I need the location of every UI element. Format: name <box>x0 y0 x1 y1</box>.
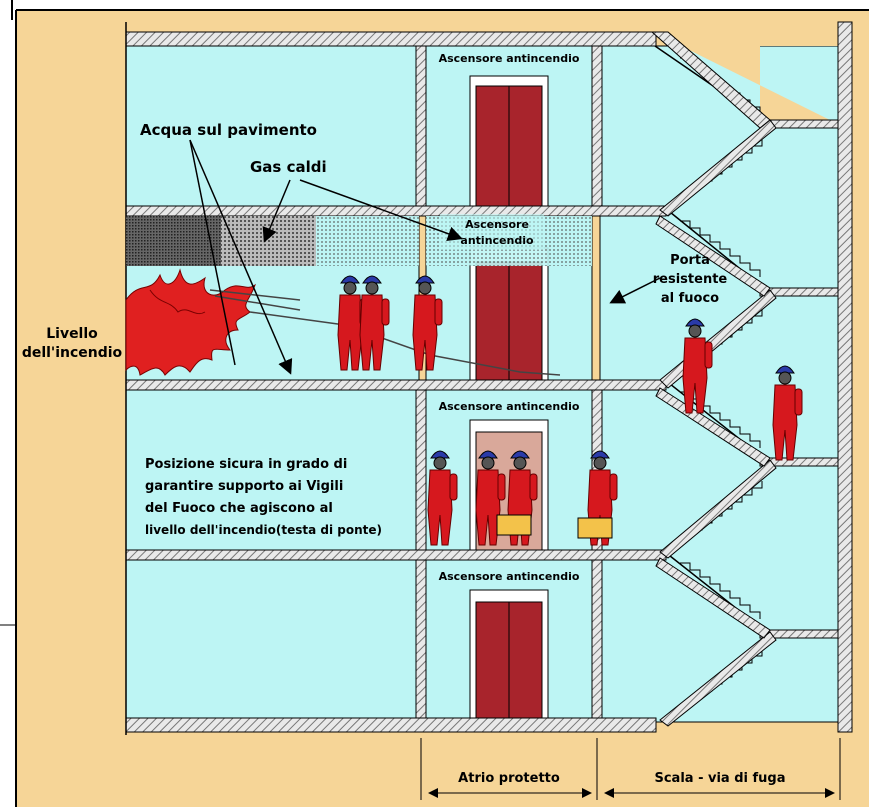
safe-position-line: Posizione sicura in grado di <box>145 457 347 472</box>
safe-position-line: garantire supporto ai Vigili <box>145 479 343 494</box>
fire-door-label-line2: resistente <box>653 272 728 287</box>
escape-stair-label: Scala - via di fuga <box>654 771 785 786</box>
fire-level-label-line1: Livello <box>46 326 98 342</box>
elevator-label-fire-line2: antincendio <box>460 234 534 247</box>
water-on-floor-label: Acqua sul pavimento <box>140 121 317 139</box>
safe-position-line: del Fuoco che agiscono al <box>145 501 333 516</box>
safe-position-line: livello dell'incendio(testa di ponte) <box>145 523 382 537</box>
fire-door-label-line1: Porta <box>670 253 710 268</box>
elevator-label-floor3: Ascensore antincendio <box>439 400 580 413</box>
elevator-label-floor1: Ascensore antincendio <box>439 52 580 65</box>
equipment-box <box>578 518 612 538</box>
elevator-label-floor4: Ascensore antincendio <box>439 570 580 583</box>
equipment-box <box>497 515 531 535</box>
fire-level-label-line2: dell'incendio <box>22 345 123 361</box>
fire-door-label-line3: al fuoco <box>661 291 719 306</box>
hot-gas-label: Gas caldi <box>250 158 327 176</box>
protected-lobby-label: Atrio protetto <box>458 771 560 786</box>
elevator-label-fire-line1: Ascensore <box>465 218 529 231</box>
